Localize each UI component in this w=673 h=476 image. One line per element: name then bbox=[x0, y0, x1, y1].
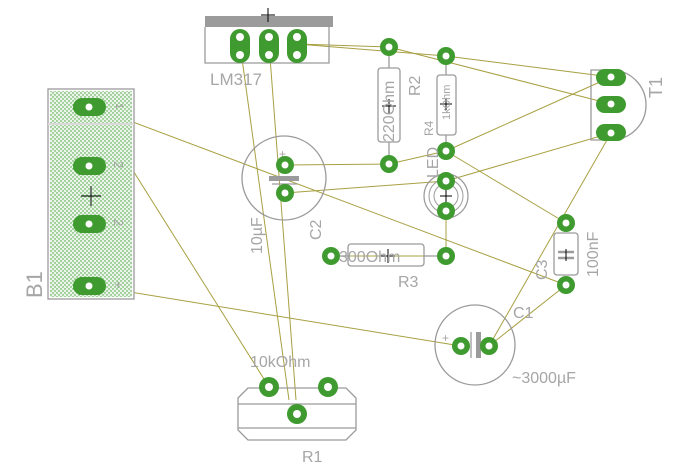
r2-ref-label: R2 bbox=[407, 75, 424, 96]
lm317-outline bbox=[204, 27, 330, 64]
r4-body bbox=[436, 74, 457, 136]
b1-ref-label: B1 bbox=[22, 271, 47, 298]
transistor-t1[interactable]: T1 bbox=[590, 69, 666, 141]
c2-outline bbox=[241, 135, 327, 221]
b1-pin4-label: + bbox=[111, 281, 126, 289]
c2-value-label: 10µF bbox=[249, 217, 266, 254]
c3-value-label: 100nF bbox=[585, 231, 602, 277]
r4-ref-label: R4 bbox=[422, 120, 436, 136]
c1-ref-label: C1 bbox=[513, 305, 534, 322]
capacitor-c2[interactable]: + 10µF C2 bbox=[241, 135, 327, 254]
c2-polarity-bar bbox=[269, 176, 299, 181]
c1-plus-mark: + bbox=[442, 331, 449, 345]
t1-ref-label: T1 bbox=[646, 77, 666, 98]
b1-pin3-label: 2 bbox=[111, 219, 126, 226]
r3-body bbox=[347, 243, 425, 267]
r3-ref-label: R3 bbox=[398, 274, 419, 291]
c3-body bbox=[553, 232, 579, 276]
lm317-pad-2[interactable] bbox=[259, 29, 279, 63]
resistor-r2[interactable]: 220Ohm R2 bbox=[377, 38, 424, 173]
lm317-heatsink-tab bbox=[205, 16, 333, 27]
r1-outline bbox=[237, 387, 357, 441]
b1-pin2-label: 2 bbox=[111, 161, 126, 168]
c3-ref-label: C3 bbox=[534, 259, 551, 280]
r2-value-label: 220Ohm bbox=[381, 81, 398, 142]
lm317-pad-1[interactable] bbox=[230, 29, 250, 63]
c1-polarity-bar bbox=[476, 332, 481, 358]
lm317-regulator[interactable]: LM317 bbox=[204, 8, 333, 89]
r3-value-label: 300Ohm bbox=[339, 249, 400, 266]
bridge-rectifier-b1[interactable]: 1 2 2 + B1 bbox=[22, 88, 135, 300]
potentiometer-r1[interactable]: 10kOhm R1 bbox=[237, 354, 357, 466]
c1-outline bbox=[434, 304, 516, 386]
led[interactable]: LED bbox=[423, 147, 469, 220]
resistor-r3[interactable]: 300Ohm R3 bbox=[322, 243, 455, 291]
resistor-r4[interactable]: 1kOhm R4 bbox=[422, 47, 457, 160]
lm317-label: LM317 bbox=[210, 70, 262, 89]
c2-ref-label: C2 bbox=[308, 219, 325, 240]
led-ref-label: LED bbox=[425, 147, 442, 178]
lm317-pad-3[interactable] bbox=[287, 29, 307, 63]
r4-value-label: 1kOhm bbox=[441, 85, 453, 120]
r1-value-label: 10kOhm bbox=[250, 354, 310, 371]
b1-pin1-label: 1 bbox=[113, 103, 125, 109]
capacitor-c3[interactable]: C3 100nF bbox=[534, 214, 602, 294]
r1-ref-label: R1 bbox=[302, 449, 323, 466]
c1-value-label: ~3000µF bbox=[512, 370, 576, 387]
r2-body bbox=[377, 67, 401, 143]
airwires bbox=[92, 43, 612, 401]
capacitor-c1[interactable]: + C1 ~3000µF bbox=[434, 304, 576, 387]
c2-plus-mark: + bbox=[279, 147, 286, 161]
